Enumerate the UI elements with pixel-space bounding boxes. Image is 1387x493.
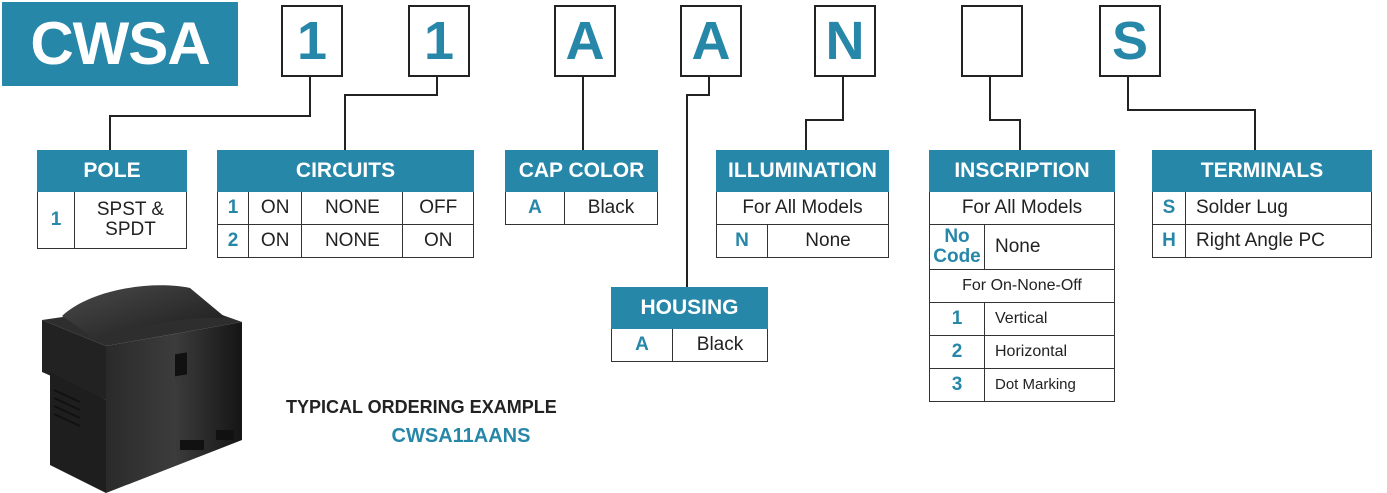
code-box-pole: 1: [281, 5, 343, 77]
circuits-c3: ON: [402, 224, 474, 258]
code-box-terminals: S: [1099, 5, 1161, 77]
connector-inscription: [989, 75, 1021, 150]
code-box-illumination: N: [814, 5, 876, 77]
housing-table: HOUSING A Black: [611, 287, 768, 362]
rocker-switch-image: [42, 285, 242, 493]
illumination-table: ILLUMINATION For All Models N None: [716, 150, 889, 258]
illumination-desc: None: [767, 224, 889, 258]
inscription-no-code-line2: Code: [933, 246, 981, 267]
connector-housing: [686, 75, 710, 287]
circuits-table: CIRCUITS 1 ON NONE OFF 2 ON NONE ON: [217, 150, 474, 258]
inscription-no-code: No Code: [929, 224, 985, 270]
cap-color-code: A: [505, 191, 565, 225]
terminals-title: TERMINALS: [1152, 150, 1372, 192]
inscription-subheader-on-none-off: For On-None-Off: [929, 269, 1115, 303]
connector-terminals: [1127, 75, 1256, 150]
circuits-row: 2 ON NONE ON: [217, 224, 474, 258]
inscription-title: INSCRIPTION: [929, 150, 1115, 192]
inscription-no-code-desc: None: [984, 224, 1115, 270]
illumination-code: N: [716, 224, 768, 258]
circuits-row: 1 ON NONE OFF: [217, 191, 474, 225]
ordering-example-label: TYPICAL ORDERING EXAMPLE: [286, 397, 557, 417]
pole-table: POLE 1 SPST & SPDT: [37, 150, 187, 249]
cap-color-table: CAP COLOR A Black: [505, 150, 658, 225]
circuits-c1: ON: [247, 224, 303, 258]
circuits-c3: OFF: [402, 191, 474, 225]
illumination-subheader: For All Models: [716, 191, 889, 225]
pole-code: 1: [37, 191, 75, 249]
terminals-desc: Right Angle PC: [1185, 224, 1372, 258]
cap-color-desc: Black: [564, 191, 658, 225]
code-box-circuits: 1: [408, 5, 470, 77]
connector-illumination: [805, 75, 844, 150]
circuits-c2: NONE: [301, 224, 404, 258]
illumination-title: ILLUMINATION: [716, 150, 889, 192]
inscription-code: 1: [929, 302, 985, 336]
inscription-no-code-line1: No: [944, 226, 970, 247]
code-box-inscription: [961, 5, 1023, 77]
connector-pole: [109, 75, 311, 150]
inscription-desc: Dot Marking: [984, 368, 1115, 402]
terminals-code: H: [1152, 224, 1186, 258]
housing-code: A: [611, 328, 673, 362]
pole-title: POLE: [37, 150, 187, 192]
cap-color-title: CAP COLOR: [505, 150, 658, 192]
circuits-code: 1: [217, 191, 249, 225]
terminals-desc: Solder Lug: [1185, 191, 1372, 225]
inscription-subheader-all: For All Models: [929, 191, 1115, 225]
inscription-desc: Vertical: [984, 302, 1115, 336]
housing-desc: Black: [672, 328, 768, 362]
housing-title: HOUSING: [611, 287, 768, 329]
prefix-block: CWSA: [2, 2, 238, 86]
code-box-housing: A: [680, 5, 742, 77]
inscription-code: 3: [929, 368, 985, 402]
code-box-cap-color: A: [554, 5, 616, 77]
connector-circuits: [344, 75, 438, 150]
pole-desc: SPST & SPDT: [74, 191, 187, 249]
inscription-code: 2: [929, 335, 985, 369]
circuits-c1: ON: [247, 191, 303, 225]
terminals-table: TERMINALS S Solder Lug H Right Angle PC: [1152, 150, 1372, 258]
circuits-c2: NONE: [301, 191, 404, 225]
ordering-example-code: CWSA11AANS: [391, 425, 531, 447]
circuits-code: 2: [217, 224, 249, 258]
circuits-title: CIRCUITS: [217, 150, 474, 192]
inscription-desc: Horizontal: [984, 335, 1115, 369]
inscription-table: INSCRIPTION For All Models No Code None …: [929, 150, 1115, 402]
terminals-code: S: [1152, 191, 1186, 225]
